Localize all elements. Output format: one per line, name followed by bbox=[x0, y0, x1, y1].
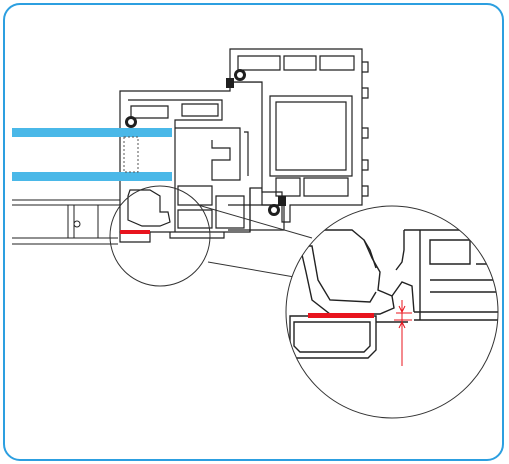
callout-circle-small bbox=[109, 185, 211, 287]
highlight-mark-small bbox=[120, 230, 150, 234]
connector-line-top bbox=[197, 204, 313, 239]
sill-lines bbox=[12, 199, 120, 245]
gap-dimension bbox=[394, 300, 412, 366]
highlight-mark-large bbox=[308, 313, 374, 318]
connector-line-bottom bbox=[207, 261, 301, 279]
glazing-unit bbox=[11, 128, 172, 181]
frame-profile bbox=[228, 48, 369, 231]
sash-lip-detail bbox=[119, 189, 171, 243]
gaskets bbox=[125, 69, 286, 216]
spacer-bar bbox=[123, 136, 139, 173]
callout-circle-large bbox=[285, 205, 499, 419]
